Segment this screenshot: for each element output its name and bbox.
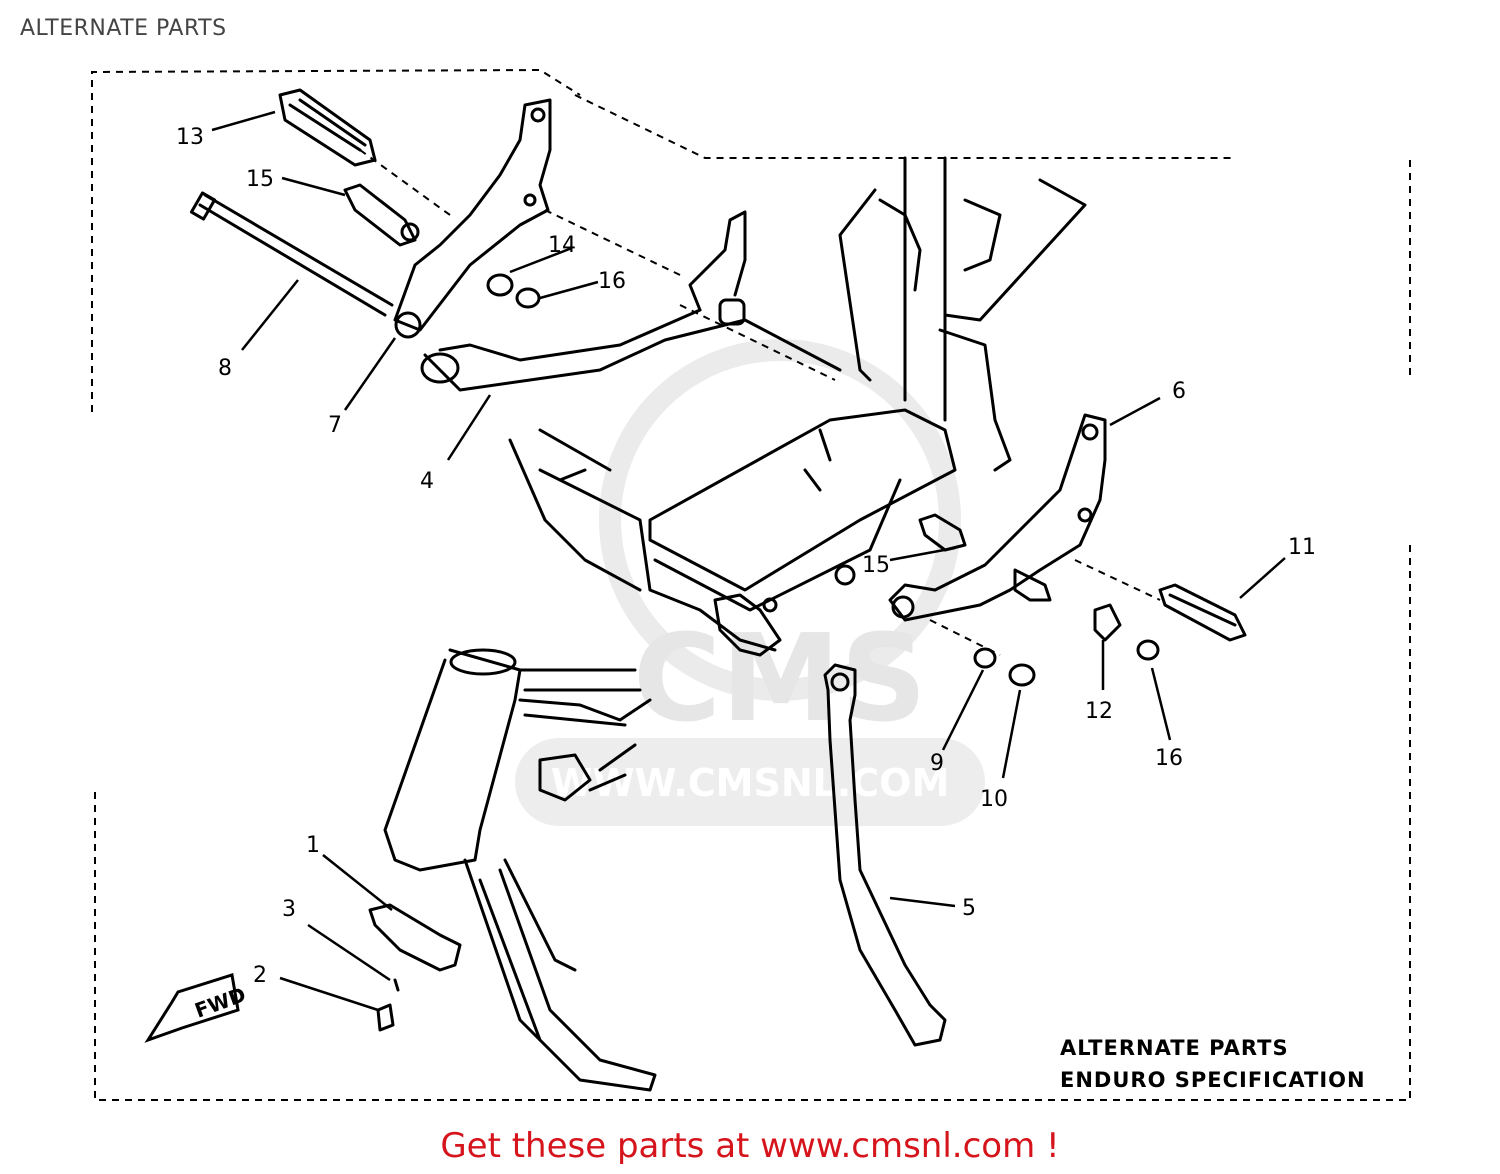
callout-11: 11 xyxy=(1288,535,1316,560)
callout-3: 3 xyxy=(282,897,296,922)
callout-7: 7 xyxy=(328,413,342,438)
caption-alternate-parts: ALTERNATE PARTS xyxy=(1060,1036,1289,1060)
callout-2: 2 xyxy=(253,963,267,988)
watermark-url: WWW.CMSNL.COM xyxy=(551,761,950,805)
callout-1: 1 xyxy=(306,833,320,858)
diagram-caption: ALTERNATE PARTS ENDURO SPECIFICATION xyxy=(1060,1036,1366,1092)
callout-16-upper: 16 xyxy=(598,269,626,294)
watermark: CMS WWW.CMSNL.COM xyxy=(515,339,985,826)
callout-5: 5 xyxy=(962,896,976,921)
page-title: ALTERNATE PARTS xyxy=(20,16,227,41)
watermark-logo: CMS xyxy=(633,610,927,749)
fwd-direction-marker: FWD xyxy=(144,973,249,1043)
callout-labels: 13 15 14 16 8 7 4 6 11 15 12 16 9 10 5 1… xyxy=(176,125,1316,988)
callout-15-upper: 15 xyxy=(246,167,274,192)
frame-line-art xyxy=(189,88,1247,1092)
callout-8: 8 xyxy=(218,356,232,381)
callout-16-lower: 16 xyxy=(1155,746,1183,771)
callout-9: 9 xyxy=(930,751,944,776)
callout-6: 6 xyxy=(1172,379,1186,404)
footer-parts-link[interactable]: Get these parts at www.cmsnl.com ! xyxy=(440,1126,1060,1166)
callout-4: 4 xyxy=(420,469,434,494)
callout-13: 13 xyxy=(176,125,204,150)
callout-15-lower: 15 xyxy=(862,553,890,578)
callout-14: 14 xyxy=(548,233,576,258)
callout-12: 12 xyxy=(1085,699,1113,724)
leader-lines xyxy=(211,110,1286,1012)
callout-10: 10 xyxy=(980,787,1008,812)
caption-enduro-specification: ENDURO SPECIFICATION xyxy=(1060,1068,1366,1092)
